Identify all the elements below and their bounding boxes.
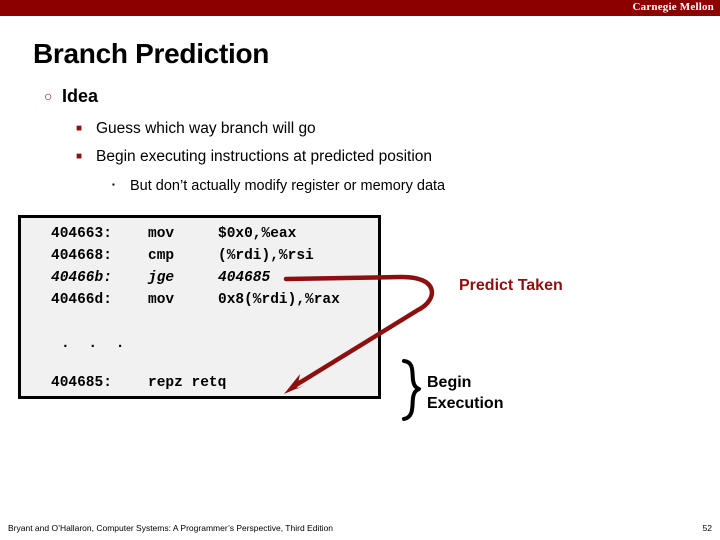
code-ellipsis: . . . [61,336,130,352]
code-mnemonic: mov [148,226,175,242]
bullet-no-modify-label: But don’t actually modify register or me… [130,178,446,194]
small-square-bullet-icon: ▪ [112,180,115,189]
header-banner [0,0,720,16]
page-title: Branch Prediction [33,38,270,69]
code-operands-branch-target: 404685 [218,270,271,286]
bullet-guess-branch-label: Guess which way branch will go [96,120,316,137]
code-mnemonic: mov [148,292,175,308]
begin-execution-line1: Begin [427,374,472,391]
code-address-target: 404685: [51,375,112,391]
bullet-guess-branch: ■ Guess which way branch will go [76,120,316,138]
footer-citation: Bryant and O’Hallaron, Computer Systems:… [8,523,334,533]
institution-brand: Carnegie Mellon [632,1,714,13]
square-bullet-icon: ■ [76,123,83,134]
code-mnemonic-jge: jge [148,270,175,286]
bullet-begin-executing: ■ Begin executing instructions at predict… [76,148,432,166]
predict-taken-label: Predict Taken [459,277,563,294]
code-address: 404663: [51,226,112,242]
code-mnemonic-retq: repz retq [148,375,227,391]
begin-execution-line2: Execution [427,395,504,412]
bullet-idea: ○ Idea [44,86,98,107]
footer-page-number: 52 [702,523,712,533]
code-address-branch: 40466b: [51,270,112,286]
assembly-code-box: 404663: mov $0x0,%eax 404668: cmp (%rdi)… [18,215,381,399]
code-address: 404668: [51,248,112,264]
circle-outline-bullet-icon: ○ [44,88,53,104]
bullet-idea-label: Idea [62,86,99,106]
code-mnemonic: cmp [148,248,175,264]
square-bullet-icon: ■ [76,151,83,162]
code-operands: (%rdi),%rsi [218,248,314,264]
code-operands: 0x8(%rdi),%rax [218,292,340,308]
bullet-begin-executing-label: Begin executing instructions at predicte… [96,148,433,165]
code-address: 40466d: [51,292,112,308]
begin-execution-label: Begin Execution [427,372,503,414]
code-operands: $0x0,%eax [218,226,297,242]
begin-execution-brace-icon [402,359,421,421]
bullet-no-modify: ▪ But don’t actually modify register or m… [112,178,445,194]
